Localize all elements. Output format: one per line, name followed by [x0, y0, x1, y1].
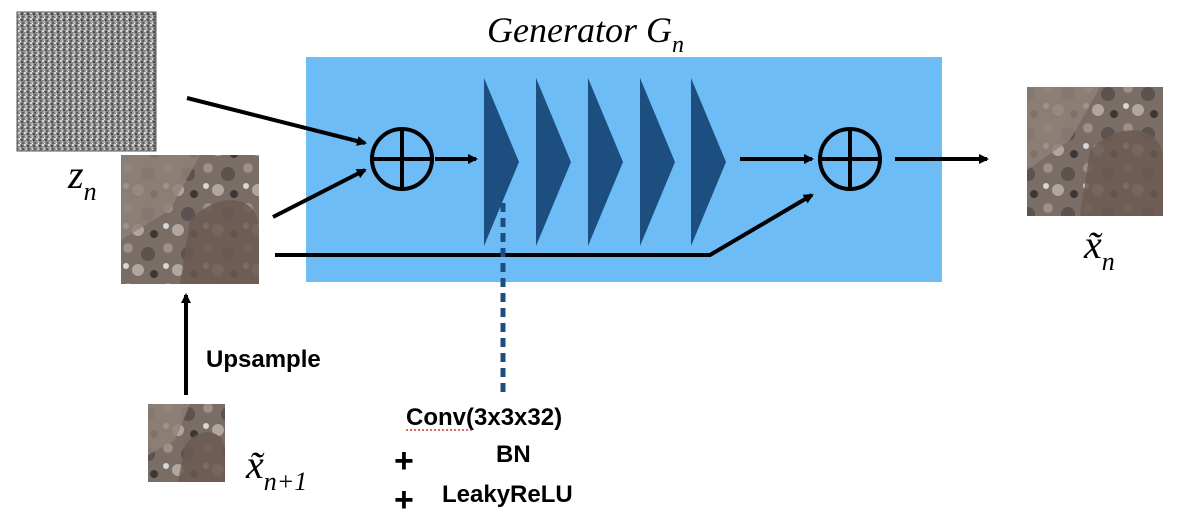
noise-image — [16, 11, 157, 152]
arrow-residual-skip — [275, 193, 814, 257]
upsampled-image — [121, 155, 259, 284]
generator-box — [306, 57, 942, 282]
output-label: x̃n — [1083, 222, 1115, 276]
noise-label: zn — [67, 152, 97, 206]
conv-block-4 — [640, 78, 675, 246]
prev-scale-image — [148, 404, 225, 482]
generator-title-subscript: n — [672, 32, 684, 58]
upsample-label: Upsample — [206, 346, 321, 373]
layer-desc-plus-1: + — [394, 442, 414, 480]
layer-desc-leakyrelu: LeakyReLU — [442, 481, 573, 508]
conv-block-3 — [588, 78, 623, 246]
generator-title: Generator Gn — [487, 10, 684, 58]
arrow-image-to-sum — [272, 168, 367, 219]
layer-desc-conv: Conv(3x3x32) — [406, 404, 562, 431]
conv-block-2 — [536, 78, 571, 246]
prev-scale-label-subscript: n+1 — [264, 467, 308, 496]
conv-block-5 — [691, 78, 726, 246]
sum-node-input — [370, 127, 434, 191]
output-image — [1027, 87, 1163, 216]
sum-node-output — [818, 127, 882, 191]
layer-desc-plus-2: + — [394, 481, 414, 516]
noise-label-subscript: n — [84, 177, 97, 206]
arrow-noise-to-sum — [186, 96, 367, 146]
layer-desc-bn: BN — [496, 441, 531, 468]
conv-block-1 — [484, 78, 519, 246]
prev-scale-label: x̃n+1 — [245, 442, 307, 496]
output-label-subscript: n — [1102, 247, 1115, 276]
